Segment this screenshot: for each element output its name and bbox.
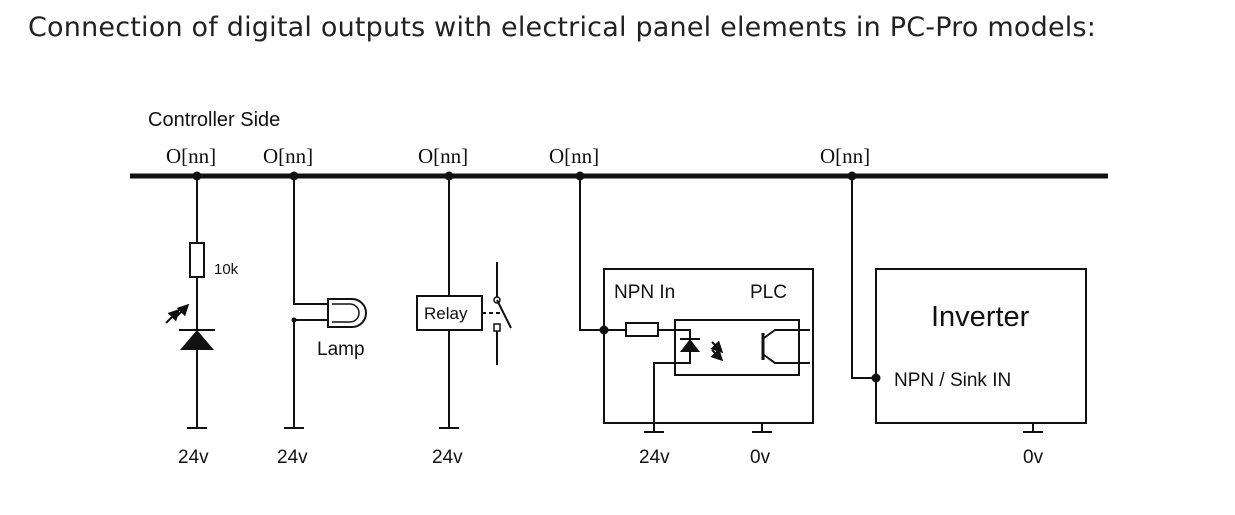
led-branch: 10k 24v xyxy=(165,176,239,468)
inverter-label: Inverter xyxy=(931,301,1030,333)
led-icon xyxy=(180,330,214,350)
plc-box xyxy=(603,268,814,424)
output-label-5: O[nn] xyxy=(820,144,870,168)
optocoupler-box xyxy=(674,319,800,376)
lamp-icon xyxy=(327,298,367,328)
page-title: Connection of digital outputs with elect… xyxy=(28,12,1097,43)
led-supply-label: 24v xyxy=(178,447,209,468)
output-label-2: O[nn] xyxy=(263,144,313,168)
plc-supply-label: 24v xyxy=(639,447,670,468)
inverter-input-label: NPN / Sink IN xyxy=(894,370,1011,391)
inverter-branch: Inverter NPN / Sink IN 0v xyxy=(851,176,1087,468)
controller-side-label: Controller Side xyxy=(148,109,280,131)
lamp-supply-label: 24v xyxy=(277,447,308,468)
output-label-4: O[nn] xyxy=(549,144,599,168)
plc-branch: NPN In PLC 24v 0v xyxy=(579,176,814,468)
inverter-box xyxy=(875,268,1087,424)
relay-label: Relay xyxy=(424,304,468,323)
resistor-label: 10k xyxy=(214,261,239,278)
relay-supply-label: 24v xyxy=(432,447,463,468)
lamp-label: Lamp xyxy=(317,339,365,360)
relay-contact-icon xyxy=(496,299,512,329)
plc-label: PLC xyxy=(750,282,787,303)
input-resistor-icon xyxy=(625,322,659,337)
inverter-ground-label: 0v xyxy=(1023,447,1044,468)
output-label-1: O[nn] xyxy=(166,144,216,168)
plc-ground-label: 0v xyxy=(750,447,771,468)
lamp-branch: Lamp 24v xyxy=(277,176,367,468)
output-label-3: O[nn] xyxy=(418,144,468,168)
plc-input-label: NPN In xyxy=(614,282,675,303)
relay-branch: Relay 24v xyxy=(416,176,512,468)
resistor-icon xyxy=(189,242,205,278)
opto-led-icon xyxy=(680,339,700,352)
